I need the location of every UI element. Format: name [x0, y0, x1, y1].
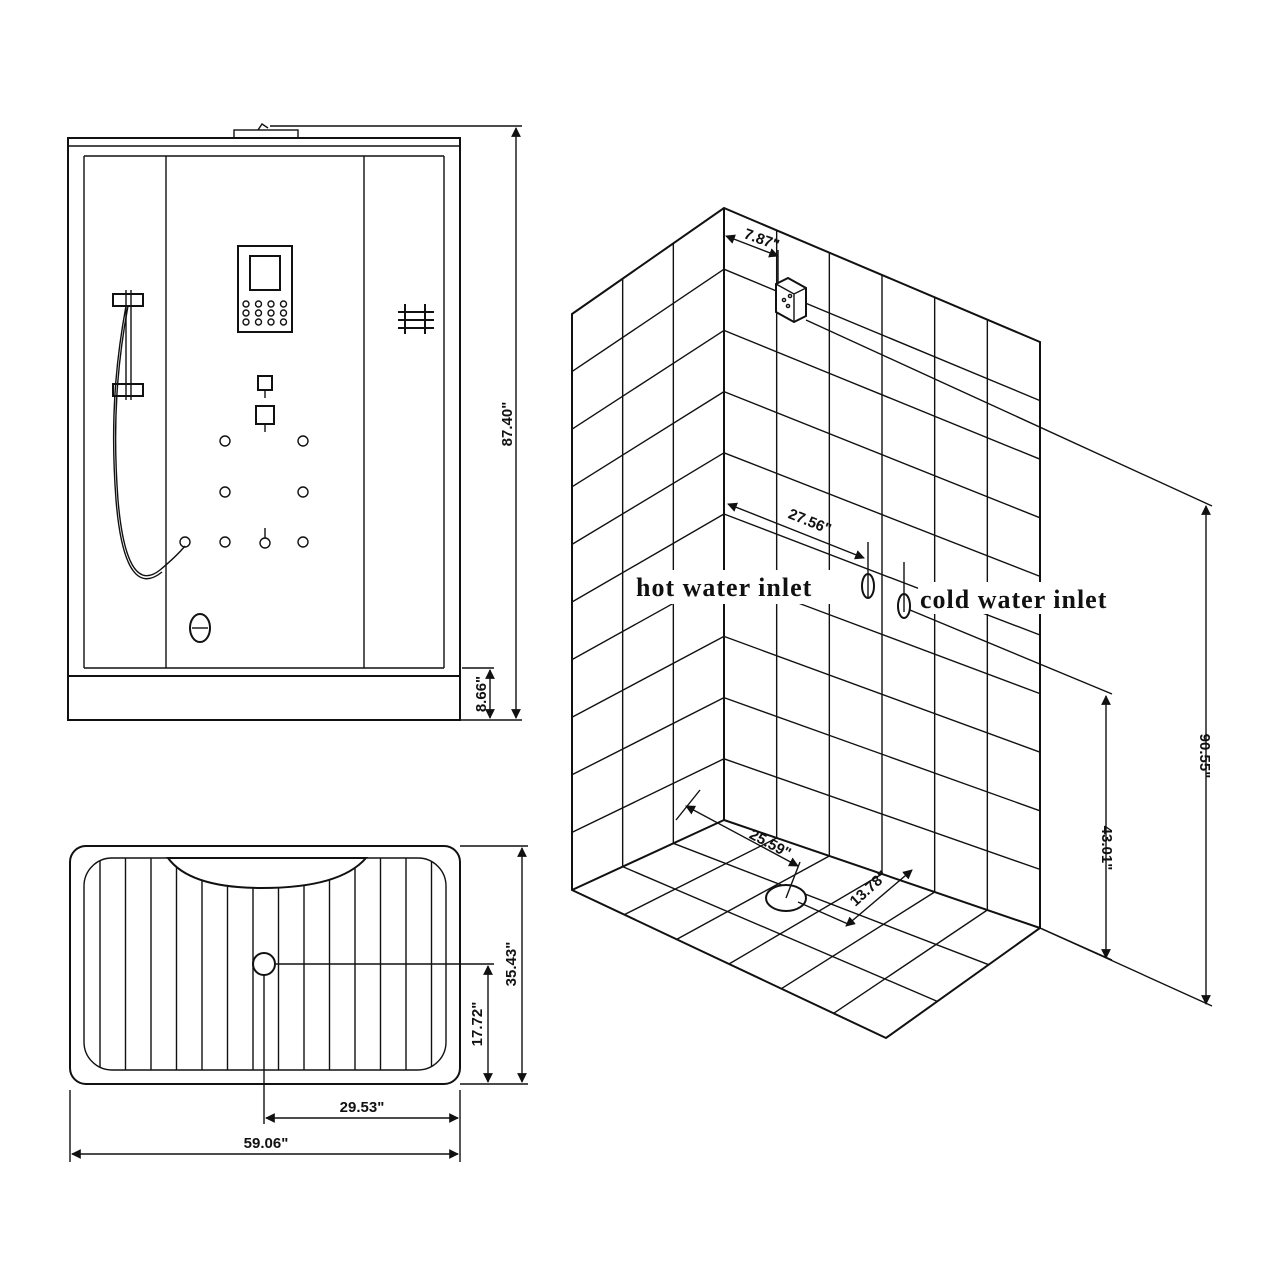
- tile-joint: [723, 635, 1041, 753]
- tile-joint: [833, 909, 988, 1014]
- cold-inlet-label: cold water inlet: [920, 585, 1107, 614]
- inlet-offset-dimension: 27.56": [727, 502, 869, 574]
- tile-joint: [571, 391, 725, 488]
- keypad-button: [254, 318, 263, 326]
- total-height-label: 90.55": [1196, 734, 1213, 779]
- steam-outlet: [775, 276, 807, 324]
- shower-heads: [255, 375, 275, 432]
- inlet-height-label: 43.01": [1098, 826, 1115, 871]
- tray-outline: [69, 845, 461, 1085]
- tray-seat-curve: [166, 857, 369, 890]
- cold-water-inlet: [897, 562, 911, 619]
- tile-joint: [723, 390, 1041, 519]
- wall-view: 7.87" 27.56" hot water inlet cold water …: [571, 206, 1213, 1040]
- tile-joint: [571, 329, 725, 430]
- roof-vent: [233, 129, 299, 139]
- keypad-button: [267, 318, 275, 326]
- width-label: 59.06": [244, 1135, 289, 1152]
- hot-water-inlet: [861, 573, 875, 599]
- tile-joint: [676, 855, 830, 940]
- tile-joint: [571, 696, 725, 776]
- front-elevation: 87.40" 8.66": [67, 123, 522, 721]
- drain-x-label: 29.53": [340, 1099, 385, 1116]
- shower-frame: [67, 137, 461, 721]
- keypad-button: [242, 318, 250, 326]
- keypad-button: [279, 309, 288, 317]
- control-panel: [237, 245, 293, 333]
- depth-label: 35.43": [503, 942, 520, 987]
- keypad-button: [242, 300, 250, 308]
- drain-y-label: 17.72": [469, 1002, 486, 1047]
- tile-joint: [723, 758, 1041, 871]
- drain: [252, 952, 276, 976]
- depth-dimension: 35.43": [460, 845, 528, 1085]
- towel-bar: [398, 304, 434, 334]
- keypad-button: [254, 300, 263, 308]
- drain-offset-label: 25.59": [746, 826, 793, 862]
- keypad-button: [279, 318, 288, 326]
- drain-depth-label: 13.78": [847, 867, 892, 910]
- keypad-button: [279, 300, 288, 308]
- plan-view: 59.06" 29.53" 35.43" 17.72": [69, 845, 528, 1162]
- keypad-button: [254, 309, 263, 317]
- tile-joint: [723, 329, 1041, 460]
- body-jets: [179, 435, 309, 549]
- seat-knob: [189, 613, 211, 643]
- tile-joint: [723, 696, 1041, 812]
- tile-joint: [571, 635, 725, 718]
- keypad-button: [267, 300, 275, 308]
- hot-inlet-label: hot water inlet: [636, 573, 812, 602]
- keypad-button: [242, 309, 250, 317]
- tile-joint: [571, 513, 725, 603]
- shower-base: [67, 675, 461, 721]
- base-height-label: 8.66": [473, 676, 490, 712]
- height-dimension: 87.40": [270, 125, 522, 721]
- height-label: 87.40": [499, 402, 516, 447]
- tile-joint: [723, 452, 1041, 578]
- width-dimension: 59.06": [69, 1090, 461, 1162]
- drain-x-dimension: 29.53": [263, 975, 459, 1124]
- inlet-height-dimension: 43.01": [909, 609, 1115, 961]
- keypad-button: [267, 309, 275, 317]
- tile-joint: [571, 268, 725, 373]
- hand-shower: [112, 290, 186, 580]
- tile-joint: [571, 452, 725, 545]
- drain-y-dimension: 17.72": [276, 963, 494, 1083]
- tile-joint: [624, 837, 777, 916]
- base-height-dimension: 8.66": [462, 667, 495, 719]
- total-height-dimension: 90.55": [805, 319, 1213, 1007]
- inlet-offset-label: 27.56": [786, 506, 834, 538]
- tile-joint: [571, 758, 725, 834]
